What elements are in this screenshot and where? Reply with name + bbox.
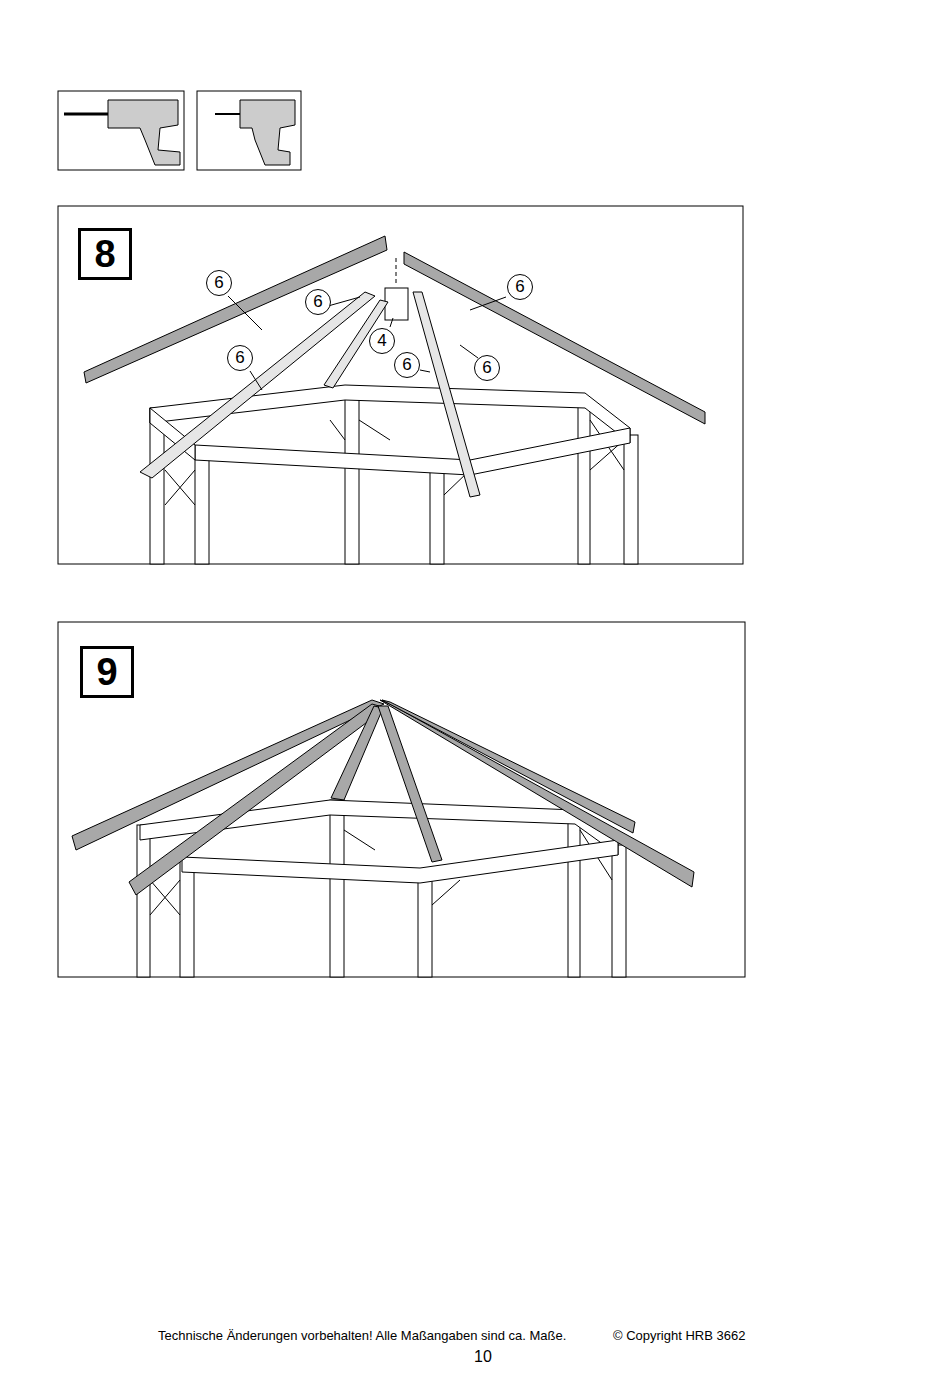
callout-number: 6 [206, 270, 232, 296]
node-text: 6 [402, 355, 411, 375]
callout-number: 6 [507, 274, 533, 300]
node-text: 6 [482, 358, 491, 378]
node-text: 6 [235, 348, 244, 368]
callout-number: 6 [474, 355, 500, 381]
step-number: 8 [78, 228, 132, 280]
node-text: 8 [94, 233, 115, 276]
node-text: 6 [515, 277, 524, 297]
node-text: 4 [377, 331, 386, 351]
footer-note: © Copyright HRB 3662 [613, 1328, 745, 1343]
node-text: 9 [96, 651, 117, 694]
node-text: 6 [214, 273, 223, 293]
page-number: 10 [474, 1348, 492, 1366]
node-text: 6 [313, 292, 322, 312]
callout-number: 6 [394, 352, 420, 378]
footer-note: Technische Änderungen vorbehalten! Alle … [158, 1328, 566, 1343]
step-number: 9 [80, 646, 134, 698]
callout-number: 6 [305, 289, 331, 315]
callout-number: 6 [227, 345, 253, 371]
callout-number: 4 [369, 328, 395, 354]
